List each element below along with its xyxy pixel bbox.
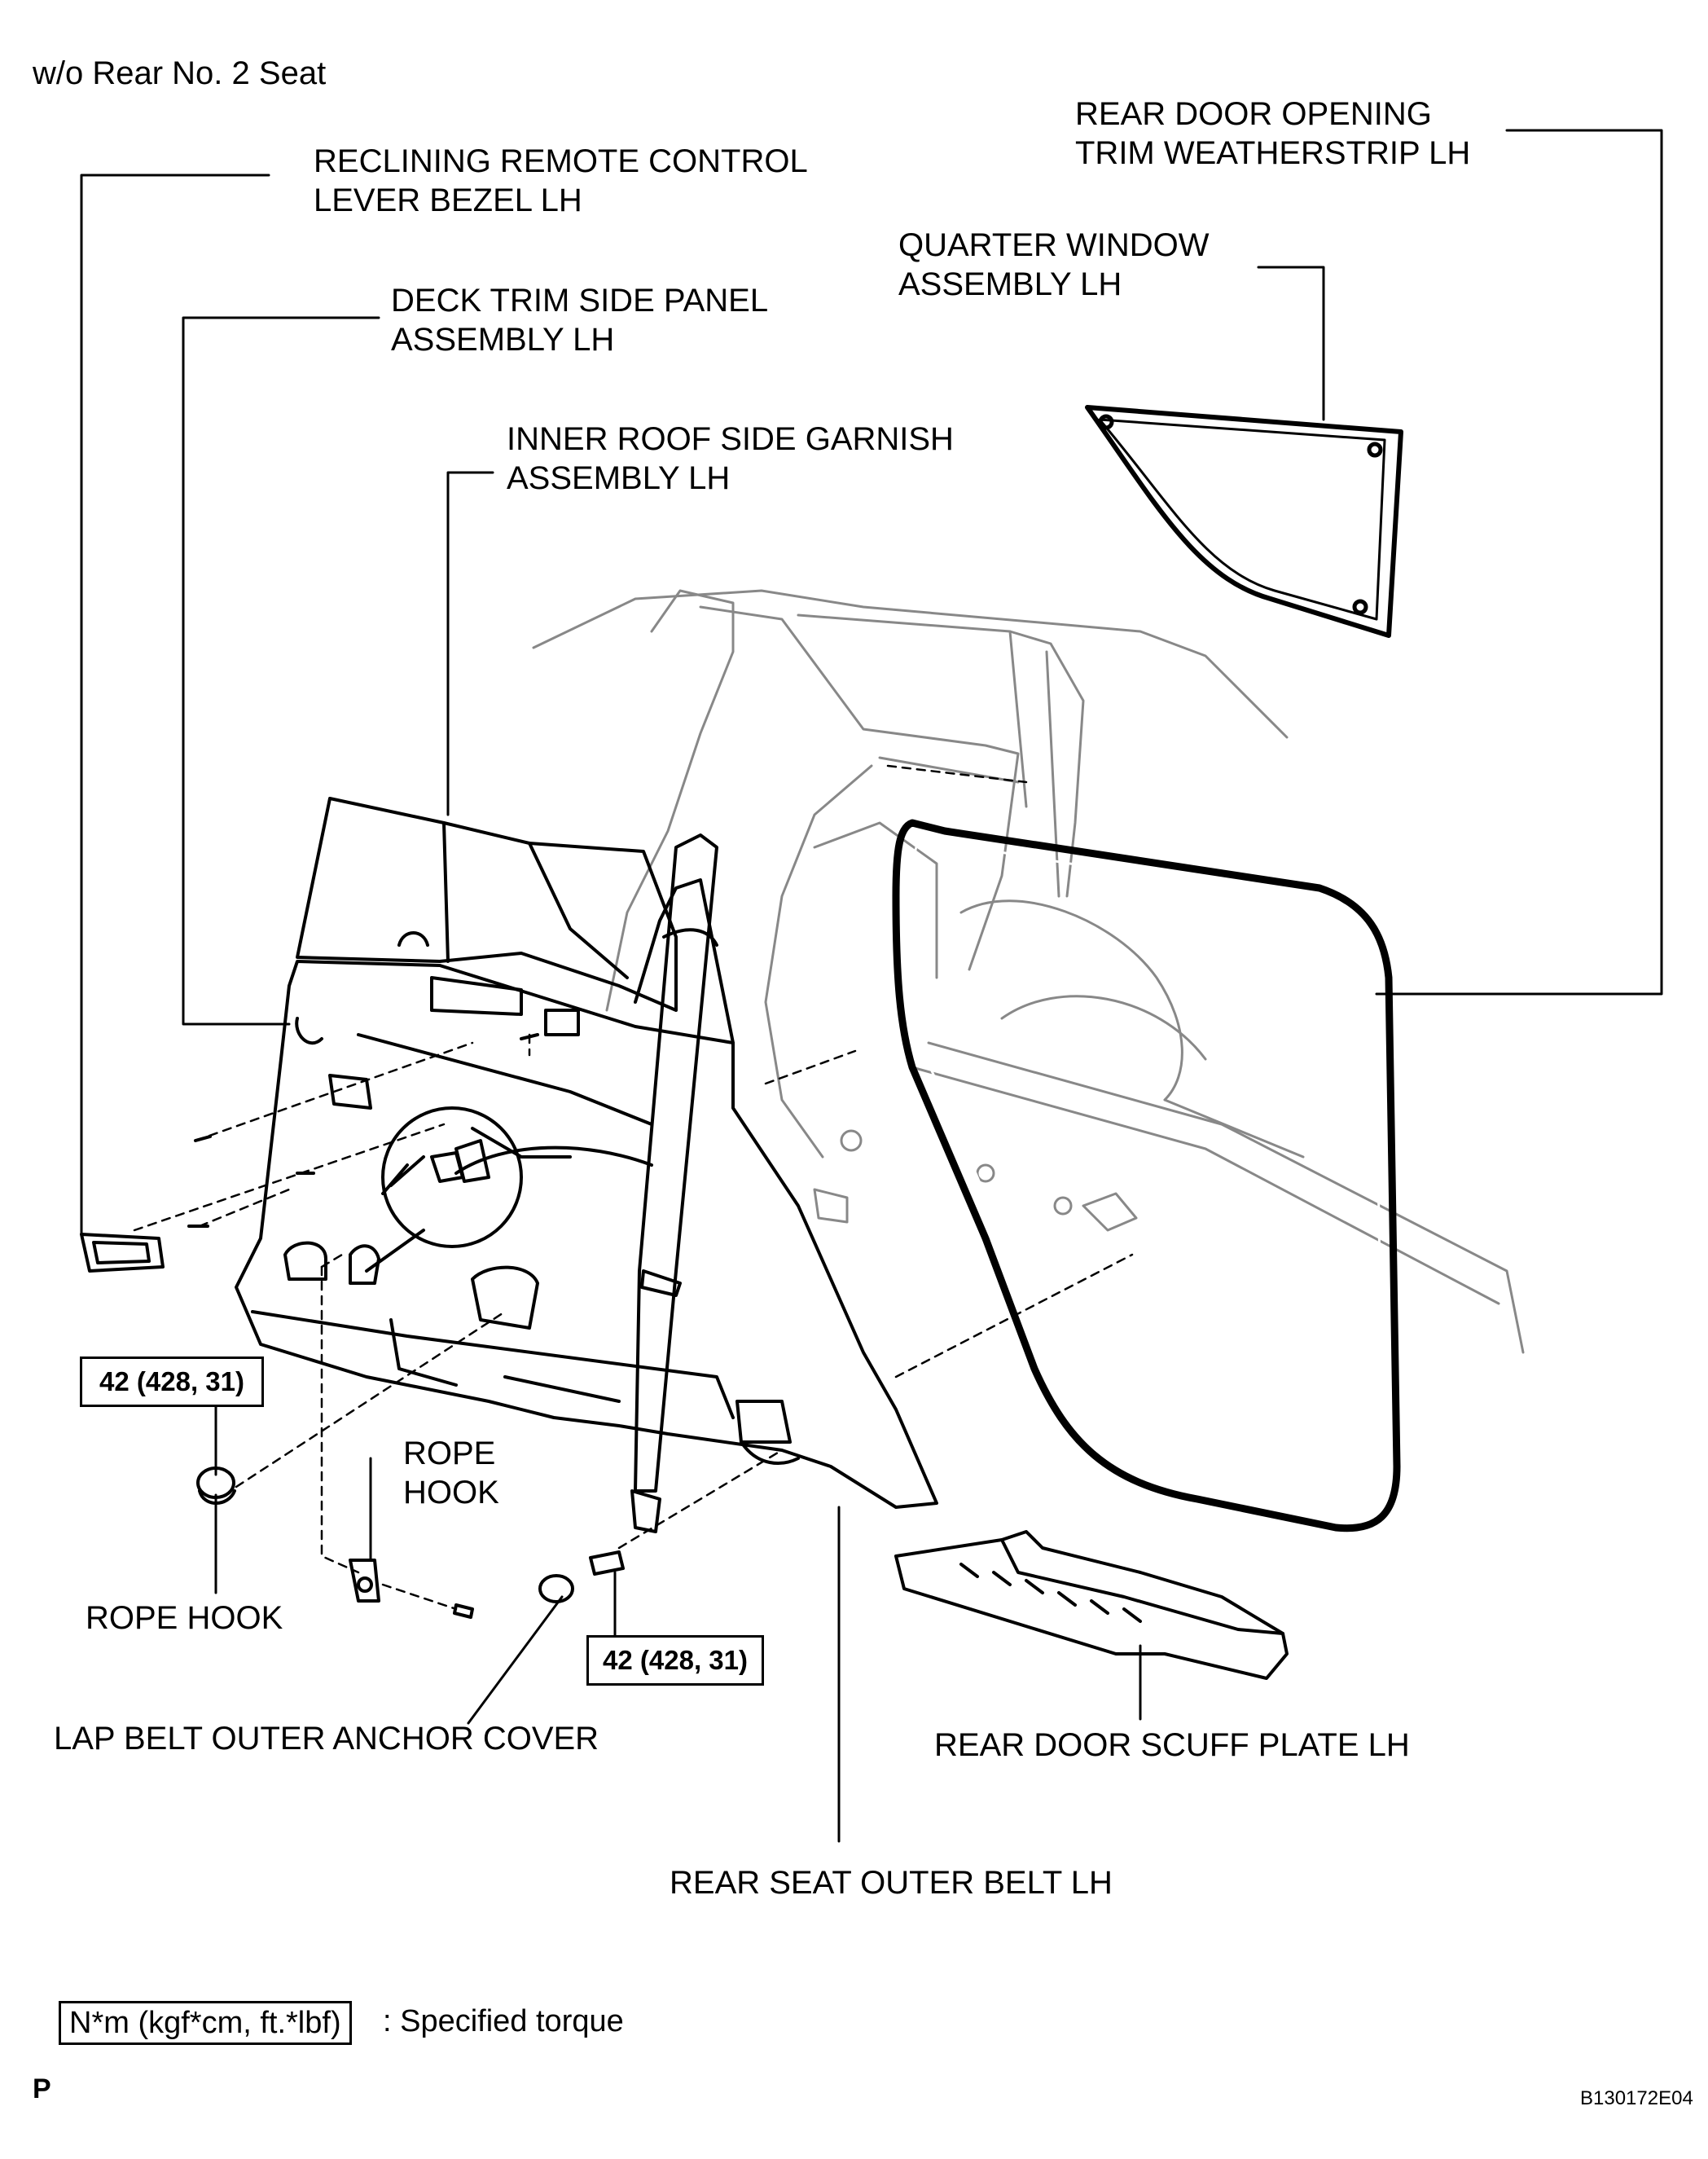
label-rear-door-scuff-text: REAR DOOR SCUFF PLATE LH [934, 1727, 1410, 1763]
seat-belt-shape [630, 833, 718, 1533]
small-parts [80, 1033, 625, 1619]
label-deck-trim-line2: ASSEMBLY LH [391, 322, 615, 358]
label-rope-hook-upper-line1: ROPE [403, 1436, 496, 1471]
label-weatherstrip-line2: TRIM WEATHERSTRIP LH [1075, 135, 1471, 171]
label-rear-seat-belt-text: REAR SEAT OUTER BELT LH [670, 1865, 1113, 1901]
legend-description: : Specified torque [383, 2002, 624, 2041]
label-reclining-bezel-line2: LEVER BEZEL LH [314, 182, 582, 218]
label-deck-trim-line1: DECK TRIM SIDE PANEL [391, 283, 769, 319]
label-rope-hook-lower: ROPE HOOK [86, 1598, 283, 1638]
label-quarter-window: QUARTER WINDOW ASSEMBLY LH [898, 226, 1209, 304]
dashed-guide-lines [133, 764, 1134, 1611]
inner-roof-garnish-shape [296, 797, 678, 1012]
label-inner-roof-line1: INNER ROOF SIDE GARNISH [507, 421, 954, 457]
legend-description-text: : Specified torque [383, 2004, 624, 2038]
torque-spec-left: 42 (428, 31) [80, 1357, 264, 1407]
label-rear-door-weatherstrip: REAR DOOR OPENING TRIM WEATHERSTRIP LH [1075, 95, 1470, 173]
legend-unit-box: N*m (kgf*cm, ft.*lbf) [59, 2001, 352, 2045]
footer-code: B130172E04 [1580, 2079, 1693, 2118]
variant-heading: w/o Rear No. 2 Seat [33, 54, 326, 93]
label-quarter-window-line1: QUARTER WINDOW [898, 227, 1210, 263]
variant-heading-text: w/o Rear No. 2 Seat [33, 55, 327, 91]
deck-trim-panel-shape [235, 878, 938, 1509]
legend-unit-text: N*m (kgf*cm, ft.*lbf) [69, 2006, 341, 2040]
label-rope-hook-upper-line2: HOOK [403, 1475, 499, 1510]
label-inner-roof-line2: ASSEMBLY LH [507, 460, 731, 496]
leader-lines [80, 129, 1663, 1843]
quarter-window-shape [1085, 405, 1403, 638]
label-weatherstrip-line1: REAR DOOR OPENING [1075, 96, 1432, 132]
label-lap-belt-cover: LAP BELT OUTER ANCHOR COVER [54, 1719, 599, 1758]
footer-mark-text: P [33, 2073, 51, 2104]
label-reclining-bezel-line1: RECLINING REMOTE CONTROL [314, 143, 808, 179]
weatherstrip-shape [892, 819, 1401, 1532]
torque-spec-right-text: 42 (428, 31) [603, 1645, 748, 1675]
footer-code-text: B130172E04 [1580, 2087, 1693, 2109]
torque-spec-right: 42 (428, 31) [586, 1635, 764, 1686]
label-rope-hook-lower-text: ROPE HOOK [86, 1600, 283, 1636]
label-inner-roof: INNER ROOF SIDE GARNISH ASSEMBLY LH [507, 420, 954, 498]
footer-mark: P [33, 2069, 51, 2108]
scuff-plate-shape [894, 1530, 1289, 1680]
torque-spec-left-text: 42 (428, 31) [99, 1366, 244, 1396]
label-rear-seat-belt: REAR SEAT OUTER BELT LH [670, 1863, 1113, 1902]
label-rope-hook-upper: ROPE HOOK [403, 1434, 499, 1512]
label-reclining-bezel: RECLINING REMOTE CONTROL LEVER BEZEL LH [314, 142, 808, 220]
label-deck-trim: DECK TRIM SIDE PANEL ASSEMBLY LH [391, 281, 768, 359]
vehicle-body-outline [532, 589, 1525, 1354]
label-lap-belt-cover-text: LAP BELT OUTER ANCHOR COVER [54, 1721, 599, 1757]
label-quarter-window-line2: ASSEMBLY LH [898, 266, 1122, 302]
detail-magnifier [365, 1106, 523, 1273]
label-rear-door-scuff: REAR DOOR SCUFF PLATE LH [934, 1726, 1410, 1765]
